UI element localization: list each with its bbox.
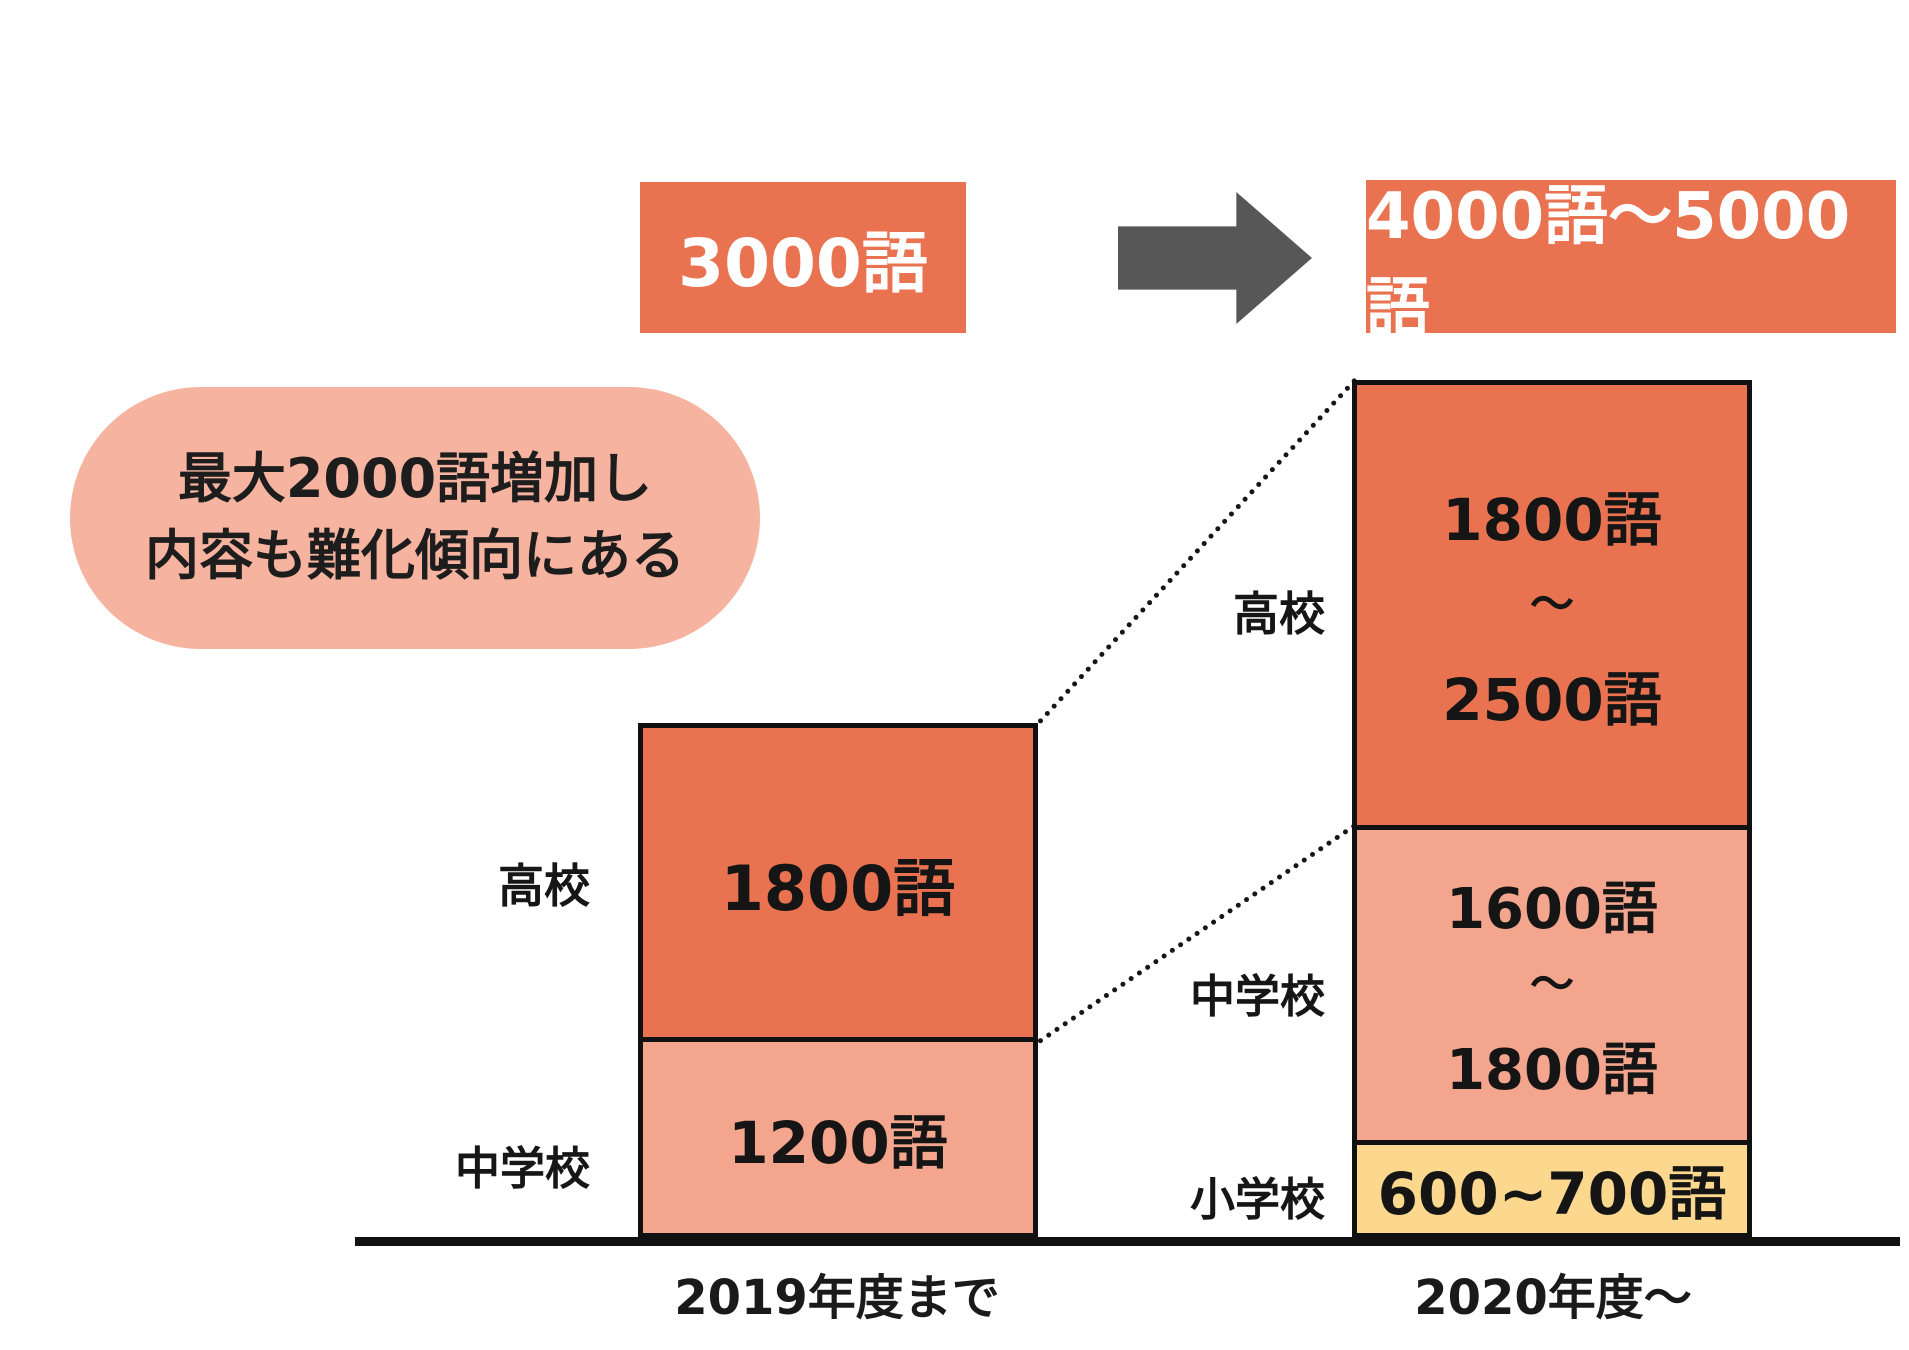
bar-2020-juniorhigh-segment: 1600語 〜 1800語	[1352, 825, 1752, 1145]
bar-2020-elementary-segment: 600~700語	[1352, 1140, 1752, 1238]
total-before-box: 3000語	[640, 182, 966, 333]
total-after-box: 4000語〜5000語	[1366, 180, 1896, 346]
bar-2020-juniorhigh-value-max: 1800語	[1446, 1037, 1658, 1103]
bar-2020-highschool-value-min: 1800語	[1442, 486, 1662, 555]
label-2020-elementary: 小学校	[1189, 1173, 1325, 1226]
callout-line-2: 内容も難化傾向にある	[145, 524, 685, 587]
label-2019-juniorhigh: 中学校	[454, 1142, 590, 1195]
bar-2020-elementary-value: 600~700語	[1377, 1160, 1727, 1228]
axis-label-2019: 2019年度まで	[674, 1270, 1000, 1326]
bar-2019-highschool-value: 1800語	[720, 851, 956, 925]
bar-2020-highschool-segment: 1800語 〜 2500語	[1352, 380, 1752, 830]
total-after-label: 4000語〜5000語	[1366, 179, 1851, 346]
bar-2019-juniorhigh-segment: 1200語	[638, 1037, 1038, 1238]
bar-2020-highschool-value-max: 2500語	[1442, 665, 1662, 734]
bar-2019-highschool-segment: 1800語	[638, 723, 1038, 1042]
right-arrow-icon	[1118, 192, 1312, 324]
total-before-label: 3000語	[678, 224, 928, 302]
callout-bubble: 最大2000語増加し 内容も難化傾向にある	[70, 387, 760, 649]
bar-2020-highschool-range-tilde: 〜	[1530, 579, 1574, 631]
dotted-connector-top	[1037, 377, 1359, 725]
bar-2019-juniorhigh-value: 1200語	[728, 1108, 948, 1177]
callout-line-1: 最大2000語増加し	[177, 447, 653, 511]
label-2019-highschool: 高校	[498, 859, 590, 913]
axis-label-2020: 2020年度〜	[1414, 1270, 1692, 1326]
x-axis-line	[355, 1237, 1900, 1246]
bar-2020-juniorhigh-range-tilde: 〜	[1530, 959, 1574, 1011]
label-2020-highschool: 高校	[1233, 587, 1325, 641]
label-2020-juniorhigh: 中学校	[1189, 970, 1325, 1023]
bar-2020-juniorhigh-value-min: 1600語	[1446, 877, 1658, 943]
